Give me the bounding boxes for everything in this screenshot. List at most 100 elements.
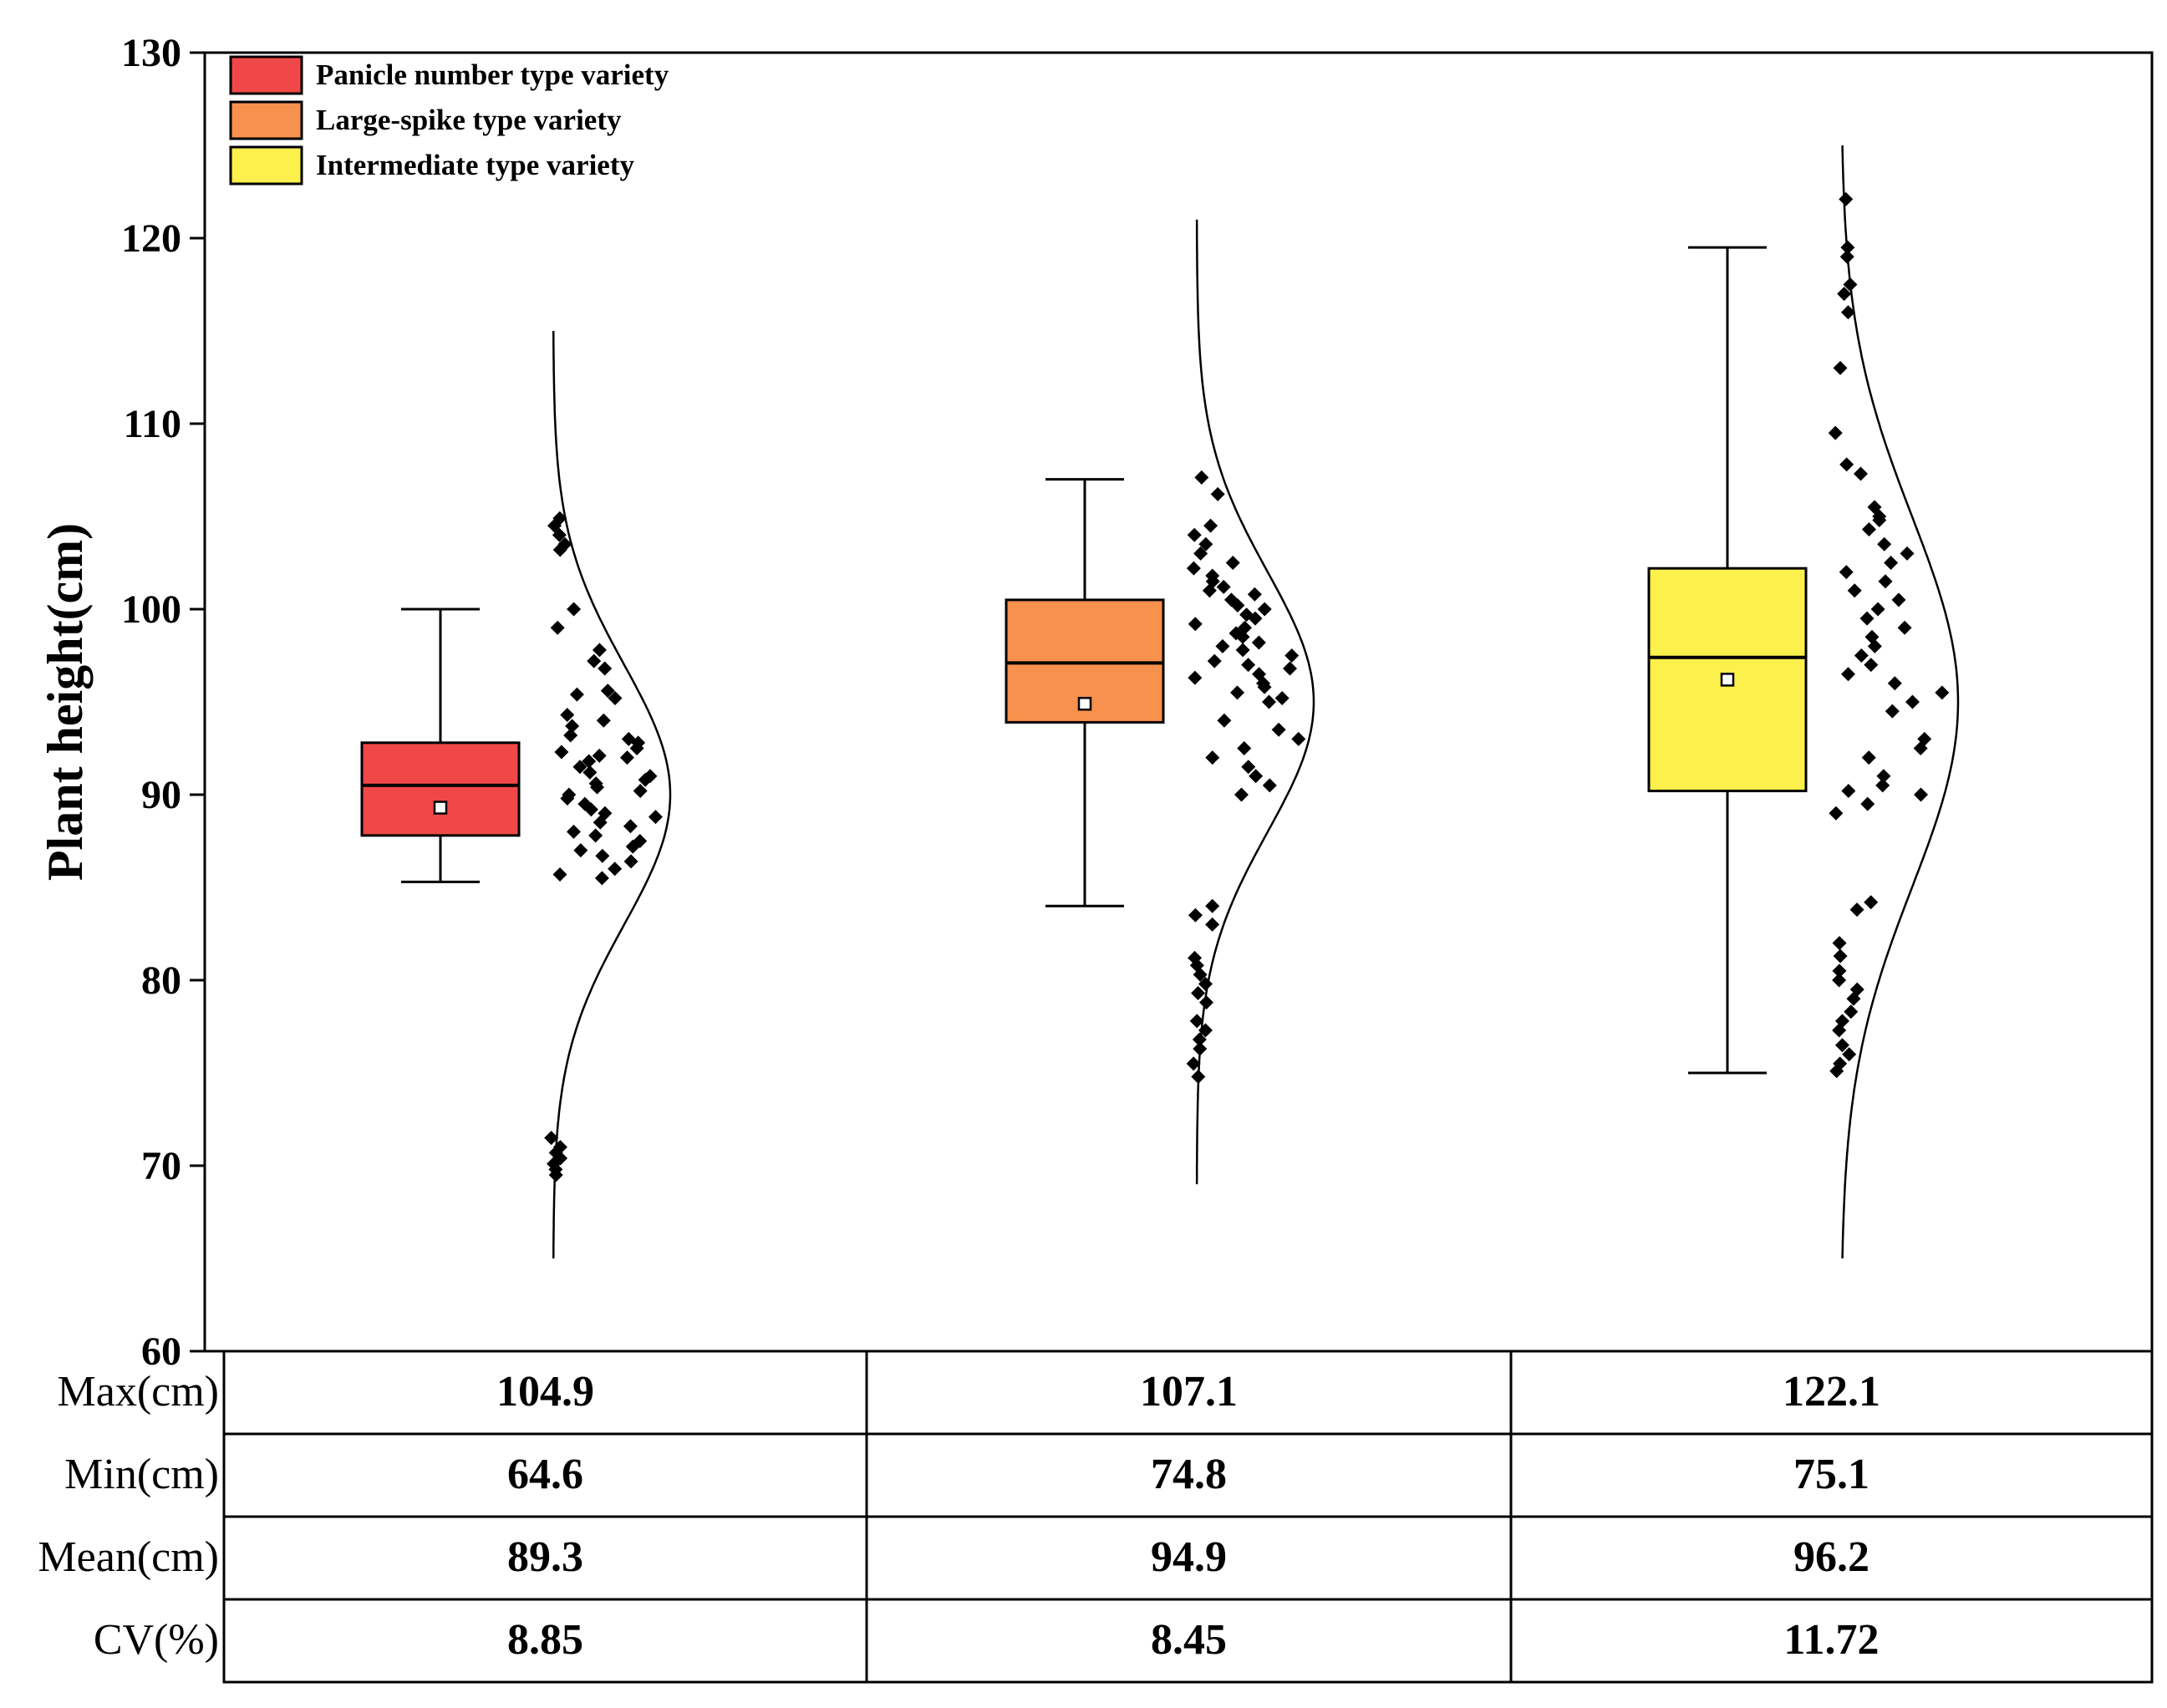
data-point [1861,750,1876,765]
data-point [1839,565,1854,580]
data-point [1192,1032,1207,1047]
data-point [629,741,644,755]
data-point [596,713,611,728]
data-point [625,839,640,854]
data-point [1878,574,1893,589]
data-point [1230,685,1245,700]
data-point [1829,806,1844,821]
data-point [565,719,580,734]
data-point [1249,769,1264,784]
data-point [1935,685,1950,700]
data-point [1913,741,1928,755]
data-point [1887,676,1902,691]
data-point [550,620,565,635]
data-point [1853,466,1868,481]
data-point [1251,635,1266,650]
series-group [360,330,672,1259]
data-point [573,843,588,858]
data-point [633,784,648,799]
data-point [1205,750,1220,765]
data-point [1291,731,1306,746]
data-point [1283,661,1298,676]
data-point [1189,1014,1204,1029]
series-group [1647,145,1960,1259]
table-cell: 75.1 [1793,1451,1869,1498]
data-point [560,790,575,806]
data-point [598,661,613,676]
data-point [1840,240,1855,255]
table-row-label: Max(cm) [58,1368,219,1416]
data-point [1867,638,1882,653]
data-point [548,1167,563,1182]
data-point [623,819,638,834]
data-point [1875,778,1890,793]
data-point [1846,991,1861,1006]
legend-label: Large-spike type variety [316,104,622,136]
data-point [1198,995,1213,1010]
data-point [1885,704,1900,719]
data-point [619,750,634,765]
data-point [1905,694,1920,709]
y-tick-label: 80 [141,958,181,1003]
table-cell: 107.1 [1140,1368,1238,1416]
data-point [1205,917,1220,932]
data-point [563,728,578,743]
table-cell: 8.45 [1151,1616,1227,1664]
legend-swatch [229,100,303,140]
data-point [1215,638,1230,653]
y-tick-label: 70 [141,1144,181,1188]
data-point [1188,670,1203,685]
legend-swatch [229,55,303,95]
data-point [1202,583,1217,598]
table-cell: 94.9 [1151,1533,1227,1581]
data-point [1854,648,1869,663]
distribution-curve [1841,145,1960,1259]
data-point [1864,658,1879,673]
table-cell: 96.2 [1793,1533,1869,1581]
data-point [1235,643,1250,658]
data-point [1870,602,1885,617]
data-point [1914,787,1929,802]
data-point [1837,287,1852,302]
data-point [1891,592,1906,607]
table-row-label: Mean(cm) [38,1533,219,1581]
table-cell: 104.9 [496,1368,594,1416]
data-point [1839,191,1854,206]
data-point [552,867,567,882]
data-point [1900,546,1915,561]
legend-swatch [229,145,303,186]
data-point [1829,1064,1844,1079]
data-point [608,862,623,877]
data-point [1833,360,1848,375]
data-point [1241,658,1256,673]
data-point [594,871,609,886]
data-point [1207,653,1222,668]
data-point [1828,425,1843,440]
data-point [1191,986,1206,1001]
data-point [1876,769,1891,784]
data-point [1237,741,1252,755]
data-point [1864,895,1879,910]
data-point [1884,556,1899,570]
data-point [1274,691,1290,706]
data-point [600,684,615,699]
data-point [1237,620,1252,635]
mean-marker [1720,673,1735,687]
data-point [1839,249,1854,264]
data-point [1194,470,1209,485]
data-point [1839,457,1854,472]
table-cell: 8.85 [507,1616,583,1664]
data-point [1842,1047,1857,1062]
legend-label: Intermediate type variety [316,149,634,181]
data-point [1833,948,1848,963]
data-point [1872,512,1887,527]
data-point [1840,667,1855,682]
data-point [1216,579,1231,594]
data-point [623,854,638,869]
data-point [1861,522,1876,537]
data-point [1186,1056,1201,1071]
